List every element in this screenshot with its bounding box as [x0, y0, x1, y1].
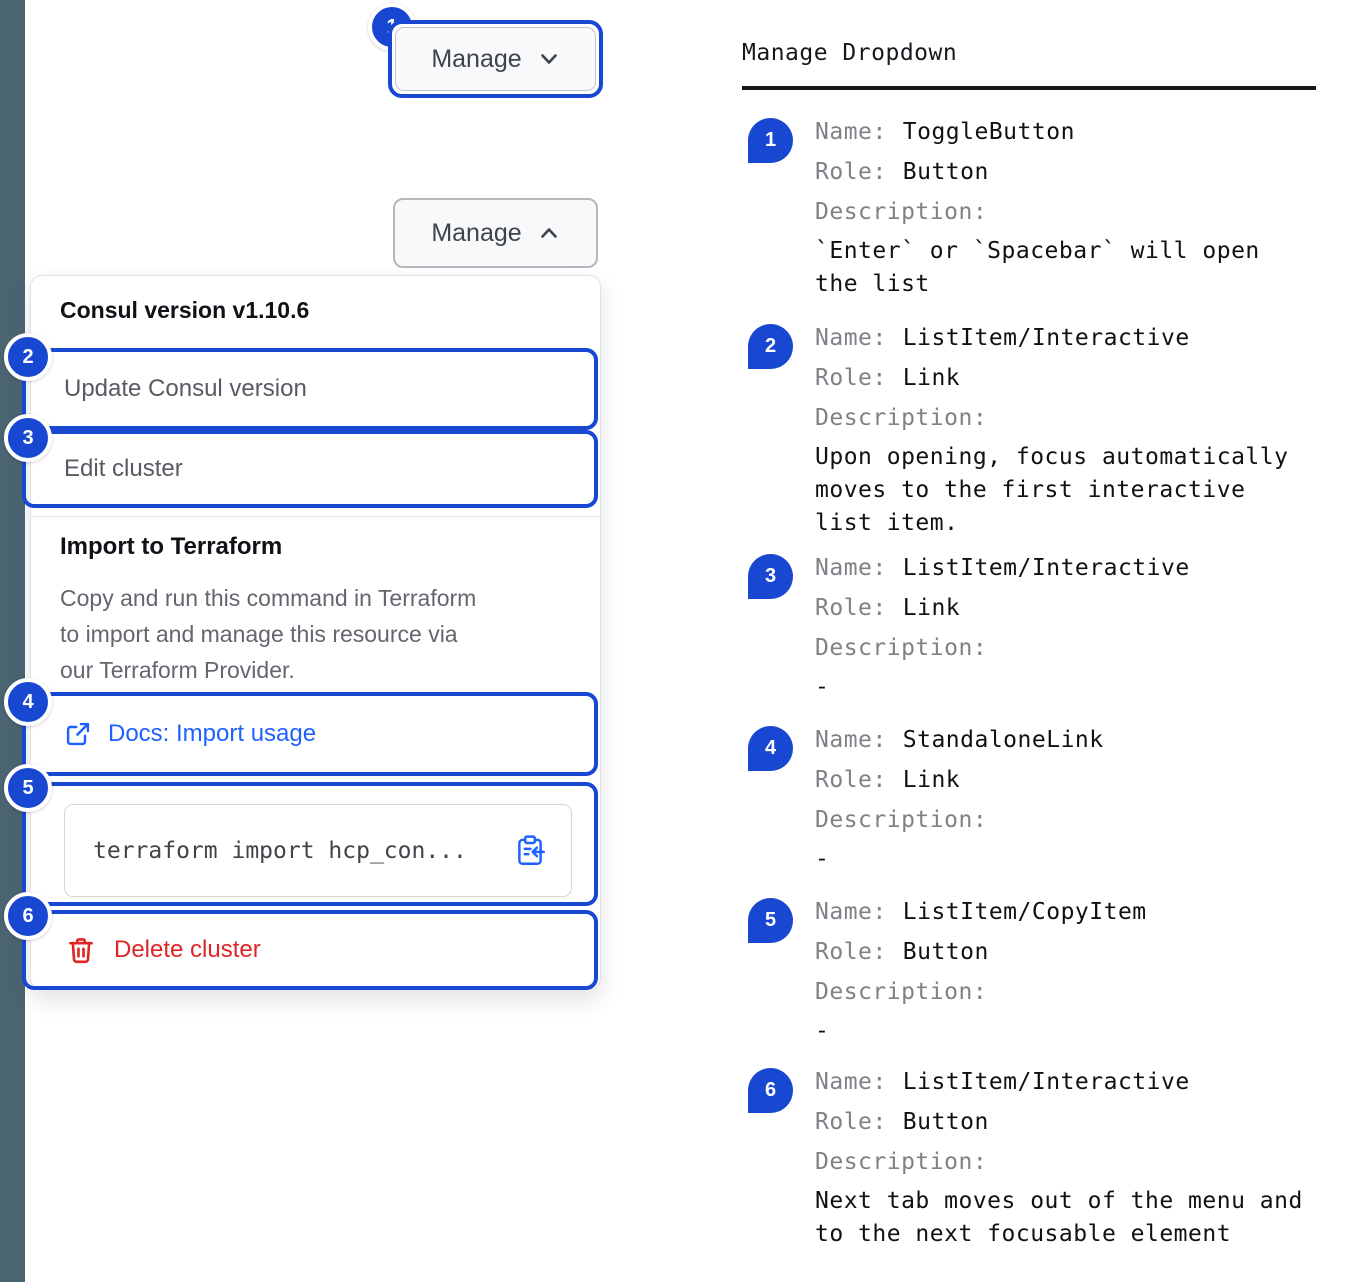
docs-import-usage-link[interactable]: Docs: Import usage [108, 720, 317, 747]
legend-entry-4: 4 Name: StandaloneLink Role: Link Descript… [742, 720, 1310, 876]
role-value: Button [902, 159, 989, 185]
legend-badge-4: 4 [748, 726, 793, 771]
legend-entry-1: 1 Name: ToggleButton Role: Button Descript… [742, 112, 1310, 301]
role-label: Role: [815, 939, 887, 965]
description-label: Description: [815, 199, 988, 225]
role-label: Role: [815, 1109, 887, 1135]
legend-entry-3: 3 Name: ListItem/Interactive Role: Link De… [742, 548, 1310, 704]
name-label: Name: [815, 325, 887, 351]
name-value: ListItem/CopyItem [902, 899, 1147, 925]
description-value: Next tab moves out of the menu and to th… [815, 1188, 1303, 1247]
name-label: Name: [815, 899, 887, 925]
role-value: Link [902, 365, 961, 391]
import-section-title: Import to Terraform [60, 533, 283, 560]
name-value: ToggleButton [902, 119, 1075, 145]
annotation-outline-4: Docs: Import usage [22, 692, 598, 776]
terraform-command-text: terraform import hcp_con... [93, 837, 467, 864]
terraform-command-field[interactable]: terraform import hcp_con... [64, 804, 572, 897]
legend-entry-6: 6 Name:ListItem/Interactive Role:Button … [742, 1062, 1310, 1251]
delete-cluster-item[interactable]: Delete cluster [114, 936, 261, 963]
description-value: `Enter` or `Spacebar` will open the list [815, 238, 1260, 297]
name-value: StandaloneLink [902, 727, 1104, 753]
manage-open-label: Manage [431, 218, 522, 247]
left-sidebar-strip [0, 0, 25, 1282]
legend-badge-3: 3 [748, 554, 793, 599]
role-label: Role: [815, 595, 887, 621]
annotation-outline-5: terraform import hcp_con... [22, 782, 598, 906]
description-value: Upon opening, focus automatically moves … [815, 444, 1289, 536]
chevron-down-icon [538, 48, 560, 70]
name-value: ListItem/Interactive [902, 555, 1190, 581]
name-label: Name: [815, 119, 887, 145]
role-value: Link [902, 767, 961, 793]
legend-entry-5: 5 Name: ListItem/CopyItem Role: Button Des… [742, 892, 1310, 1048]
chevron-up-icon [538, 222, 560, 244]
copy-command-button[interactable] [513, 834, 547, 868]
annotation-outline-3: Edit cluster [22, 430, 598, 508]
annotation-outline-6: Delete cluster [22, 910, 598, 990]
name-label: Name: [815, 727, 887, 753]
legend-badge-5: 5 [748, 898, 793, 943]
role-label: Role: [815, 159, 887, 185]
name-label: Name: [815, 1069, 887, 1095]
annotation-badge-4: 4 [4, 678, 52, 726]
annotation-badge-6: 6 [4, 892, 52, 940]
role-value: Button [902, 1109, 989, 1135]
manage-toggle-label: Manage [431, 44, 522, 73]
copy-clipboard-icon [513, 834, 547, 868]
annotation-badge-3: 3 [4, 414, 52, 462]
role-label: Role: [815, 365, 887, 391]
annotation-badge-2: 2 [4, 333, 52, 381]
legend-title: Manage Dropdown [742, 40, 958, 66]
menu-item-edit-cluster[interactable]: Edit cluster [64, 455, 183, 482]
manage-open-button[interactable]: Manage [393, 198, 598, 268]
name-value: ListItem/Interactive [902, 1069, 1190, 1095]
name-value: ListItem/Interactive [902, 325, 1190, 351]
description-label: Description: [815, 1149, 988, 1175]
legend-badge-6: 6 [748, 1068, 793, 1113]
legend-badge-2: 2 [748, 324, 793, 369]
name-label: Name: [815, 555, 887, 581]
description-label: Description: [815, 807, 988, 833]
external-link-icon [64, 720, 92, 748]
role-value: Link [902, 595, 961, 621]
description-value: - [815, 846, 830, 872]
annotation-outline-2: Update Consul version [22, 348, 598, 430]
description-label: Description: [815, 635, 988, 661]
legend-divider [742, 86, 1316, 90]
description-label: Description: [815, 405, 988, 431]
menu-divider [31, 516, 600, 517]
legend-badge-1: 1 [748, 118, 793, 163]
trash-icon [66, 935, 96, 965]
consul-version-header: Consul version v1.10.6 [60, 297, 310, 323]
annotation-badge-5: 5 [4, 764, 52, 812]
role-value: Button [902, 939, 989, 965]
description-label: Description: [815, 979, 988, 1005]
import-section-description: Copy and run this command in Terraform t… [60, 585, 477, 683]
legend-entry-2: 2 Name: ListItem/Interactive Role: Link De… [742, 318, 1310, 540]
menu-item-update-consul-version[interactable]: Update Consul version [64, 375, 307, 402]
description-value: - [815, 1018, 830, 1044]
description-value: - [815, 674, 830, 700]
focus-ring: Manage [388, 20, 603, 98]
manage-toggle-button[interactable]: Manage [395, 27, 596, 91]
role-label: Role: [815, 767, 887, 793]
